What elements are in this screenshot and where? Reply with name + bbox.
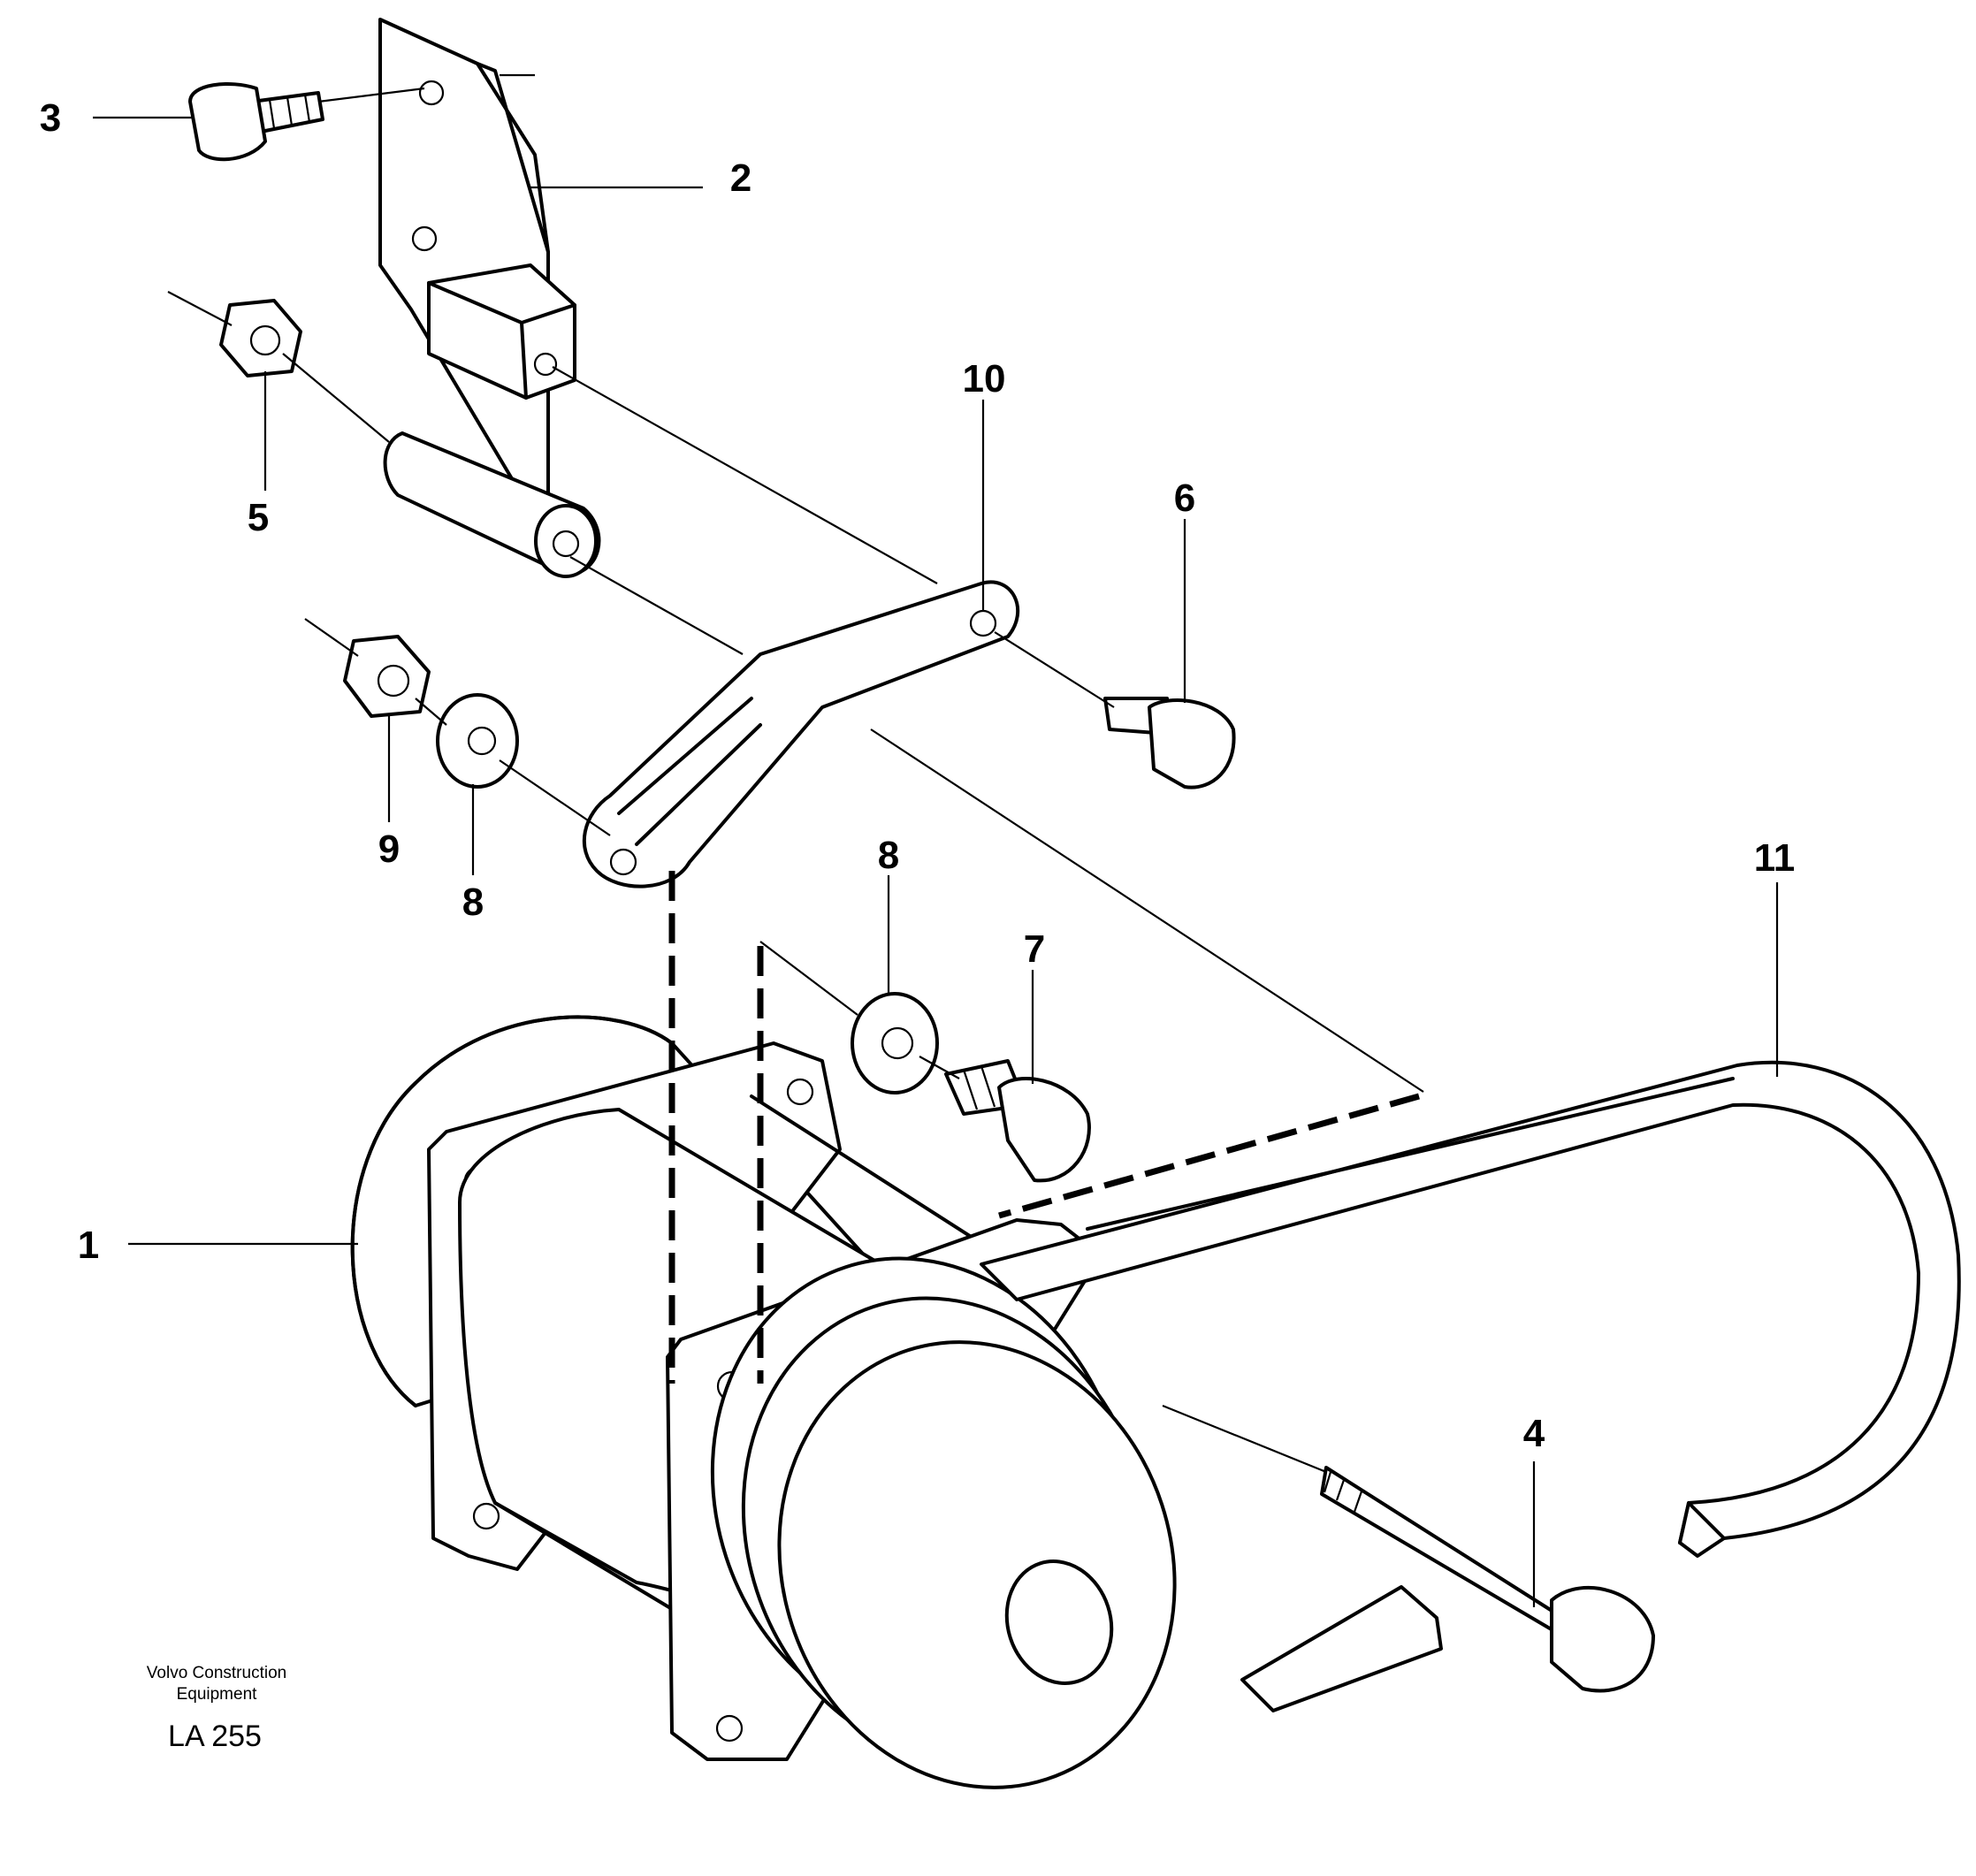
company-name-line1: Volvo Construction bbox=[147, 1664, 286, 1682]
callout-9: 9 bbox=[378, 827, 400, 871]
leader-lines bbox=[93, 116, 1779, 1607]
callout-5: 5 bbox=[248, 496, 269, 539]
callout-6: 6 bbox=[1174, 477, 1195, 520]
washer-8-upper bbox=[436, 693, 519, 789]
callout-1: 1 bbox=[78, 1224, 99, 1267]
drive-belt bbox=[980, 1060, 1961, 1558]
callout-3: 3 bbox=[40, 96, 61, 140]
bolt-6 bbox=[1103, 697, 1236, 789]
nut-9 bbox=[343, 635, 431, 718]
compressor-body bbox=[350, 1015, 1443, 1789]
callout-10: 10 bbox=[963, 357, 1006, 400]
callout-labels: 1 2 3 4 5 6 7 8 8 9 10 11 bbox=[40, 96, 1796, 1455]
bracket-plate bbox=[378, 18, 601, 578]
bolt-4 bbox=[1320, 1466, 1655, 1693]
callout-8-lower: 8 bbox=[878, 834, 899, 877]
assembly-guide-lines bbox=[167, 73, 1424, 1474]
bolt-3 bbox=[188, 82, 324, 162]
callout-2: 2 bbox=[730, 156, 751, 200]
company-name-line2: Equipment bbox=[177, 1685, 258, 1704]
nut-5 bbox=[219, 299, 302, 377]
bolt-7 bbox=[944, 1059, 1091, 1183]
washer-8-lower bbox=[851, 992, 939, 1094]
adjusting-arm bbox=[582, 580, 1020, 888]
callout-11: 11 bbox=[1754, 836, 1796, 880]
figure-code: LA 255 bbox=[168, 1720, 262, 1753]
callout-4: 4 bbox=[1523, 1412, 1545, 1455]
callout-8-upper: 8 bbox=[462, 881, 484, 924]
footer: Volvo Construction Equipment LA 255 bbox=[147, 1664, 286, 1753]
callout-7: 7 bbox=[1024, 927, 1045, 971]
